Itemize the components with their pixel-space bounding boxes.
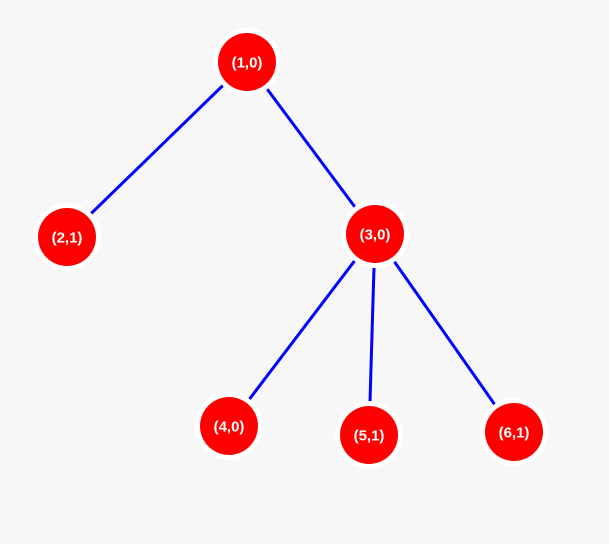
- node-circle[interactable]: [485, 403, 543, 461]
- node-label: (2,1): [52, 230, 83, 247]
- graph-node[interactable]: (5,1): [335, 401, 403, 469]
- node-label: (5,1): [354, 428, 385, 445]
- node-label: (3,0): [360, 227, 391, 244]
- graph-node[interactable]: (4,0): [195, 392, 263, 460]
- graph-edge: [245, 60, 377, 236]
- node-circle[interactable]: [200, 397, 258, 455]
- graph-edge: [373, 232, 516, 434]
- node-circle[interactable]: [38, 208, 96, 266]
- graph-node[interactable]: (3,0): [341, 200, 409, 268]
- node-label: (1,0): [232, 55, 263, 72]
- node-label: (6,1): [499, 425, 530, 442]
- graph-edge: [65, 60, 249, 239]
- graph-node[interactable]: (2,1): [33, 203, 101, 271]
- node-layer: (1,0) (2,1) (3,0) (4,0) (5,1) (6,1): [33, 28, 548, 469]
- graph-node[interactable]: (1,0): [213, 28, 281, 96]
- node-label: (4,0): [214, 419, 245, 436]
- node-circle[interactable]: [218, 33, 276, 91]
- node-circle[interactable]: [340, 406, 398, 464]
- graph-edge: [227, 232, 377, 428]
- graph-node[interactable]: (6,1): [480, 398, 548, 466]
- edge-layer: [65, 60, 516, 437]
- node-circle[interactable]: [346, 205, 404, 263]
